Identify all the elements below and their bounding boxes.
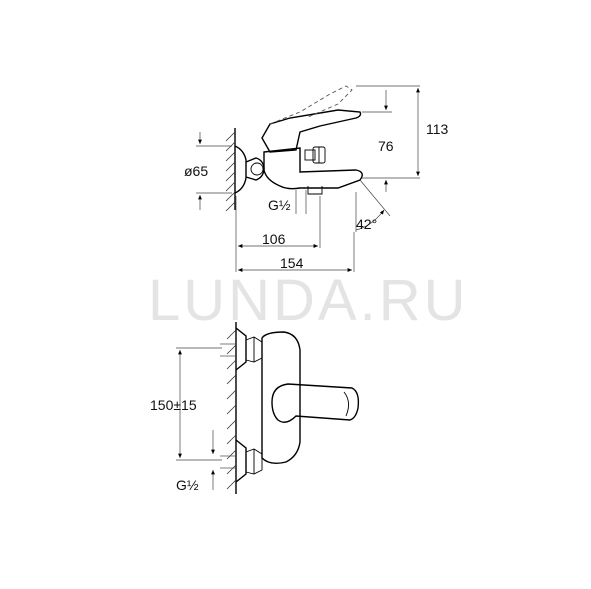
eccentric-top [220,327,263,371]
side-rosette [234,145,247,194]
side-view: G½ 42° 106 154 76 113 ø65 [184,85,449,272]
side-wall [225,128,236,212]
thread-label-top: G½ [268,197,291,213]
projection-total-label: 154 [280,255,304,271]
shower-outlet [307,186,323,195]
angle-label: 42° [356,216,377,232]
front-lever [271,383,360,423]
front-view: 150±15 G½ [150,322,360,494]
height-spout-label: 76 [378,138,394,154]
front-body [261,331,301,465]
side-connector [245,157,265,181]
centres-label: 150±15 [150,397,197,413]
front-wall [226,322,237,494]
watermark: LUNDA.RU [148,268,469,333]
side-body [263,147,363,190]
lever-highlight [343,391,349,417]
projection-spout-label: 106 [262,231,286,247]
diverter-knob [304,146,326,164]
diameter-label: ø65 [184,163,208,179]
side-nut [250,162,264,176]
eccentric-bottom [220,439,263,483]
side-lever [261,109,362,153]
thread-label-bottom: G½ [176,477,199,493]
height-total-label: 113 [426,121,449,137]
lever-ghost [269,85,353,125]
